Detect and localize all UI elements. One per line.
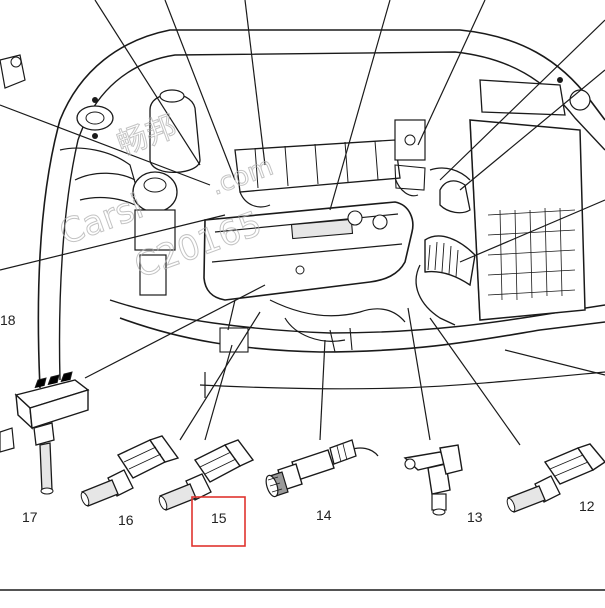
leader-lines [0, 0, 605, 446]
intake-hose [415, 180, 476, 326]
sensor-part-15 [158, 439, 255, 511]
label-17: 17 [22, 509, 38, 525]
label-14: 14 [316, 507, 332, 523]
right-fuse-box [479, 77, 591, 116]
sensor-part-12 [506, 443, 605, 513]
coolant-reservoir [149, 89, 201, 174]
label-12: 12 [579, 498, 595, 514]
battery [394, 119, 426, 191]
oxygen-sensor-part-14 [265, 439, 379, 498]
sensor-part-16 [80, 435, 180, 507]
label-16: 16 [118, 512, 134, 528]
watermark-line2: .com [207, 152, 277, 202]
left-hoses [0, 54, 136, 206]
air-filter-box [429, 119, 586, 321]
ignition-coil-part-17 [0, 371, 90, 495]
label-13: 13 [467, 509, 483, 525]
label-15: 15 [211, 510, 227, 526]
cam-sensor-part-13 [403, 444, 463, 516]
engine-lower [219, 299, 406, 353]
brake-master-cylinder [132, 171, 178, 296]
label-18: 18 [0, 312, 16, 328]
engine-valve-cover [203, 139, 419, 301]
left-strut-tower [59, 97, 141, 201]
highlight-box-15 [191, 496, 246, 547]
engine-bay [37, 29, 605, 398]
